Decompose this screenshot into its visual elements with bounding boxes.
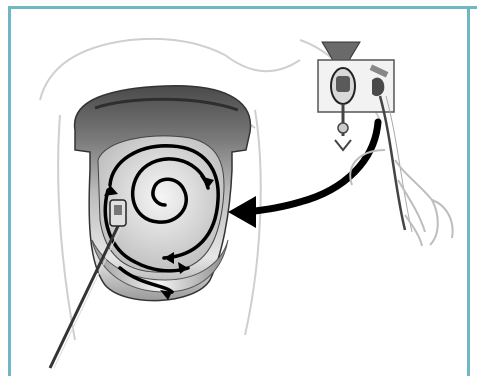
connecting-arrow	[228, 122, 378, 228]
probe-line	[50, 226, 118, 368]
inset-detail	[318, 42, 412, 232]
inserted-device	[110, 200, 126, 226]
